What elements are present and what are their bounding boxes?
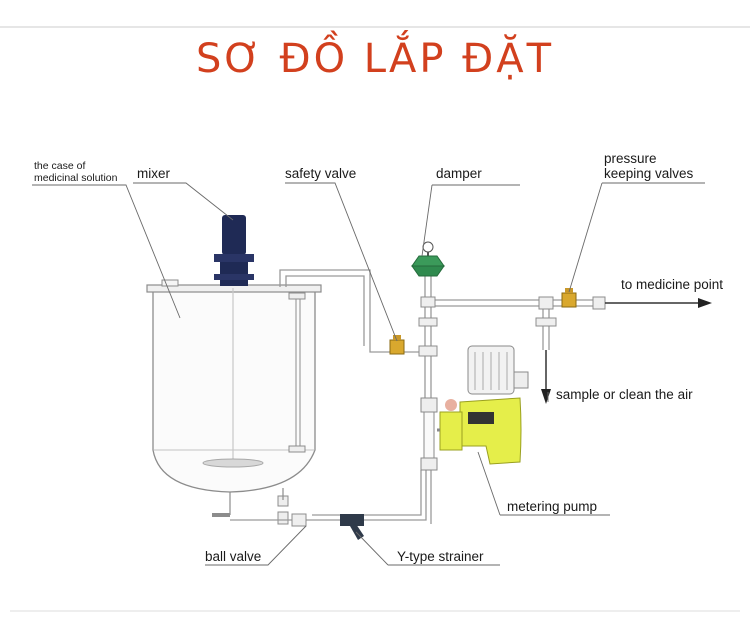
medicinal-solution-tank: [146, 279, 322, 525]
metering-pump: [420, 345, 529, 471]
diagram-title: SƠ ĐỒ LẮP ĐẶT: [195, 36, 555, 82]
label-y-strainer: Y-type strainer: [397, 549, 484, 564]
label-metering-pump: metering pump: [507, 499, 598, 514]
leader-lines: [32, 182, 705, 566]
label-to-medicine-point: to medicine point: [621, 277, 724, 292]
damper: [411, 241, 445, 277]
label-safety-valve: safety valve: [285, 166, 357, 181]
safety-valve: [389, 335, 405, 355]
label-case-line2: medicinal solution: [34, 172, 118, 184]
label-pressure-line1: pressure: [604, 151, 657, 166]
label-sample-clean: sample or clean the air: [556, 387, 693, 402]
label-case-line1: the case of: [34, 160, 86, 172]
flow-arrows: [541, 298, 712, 404]
label-pressure-line2: keeping valves: [604, 166, 694, 181]
label-ball-valve: ball valve: [205, 549, 262, 564]
mixer-motor: [214, 215, 254, 286]
pipe-fittings: [291, 296, 606, 527]
label-damper: damper: [436, 166, 482, 181]
label-mixer: mixer: [137, 166, 170, 181]
